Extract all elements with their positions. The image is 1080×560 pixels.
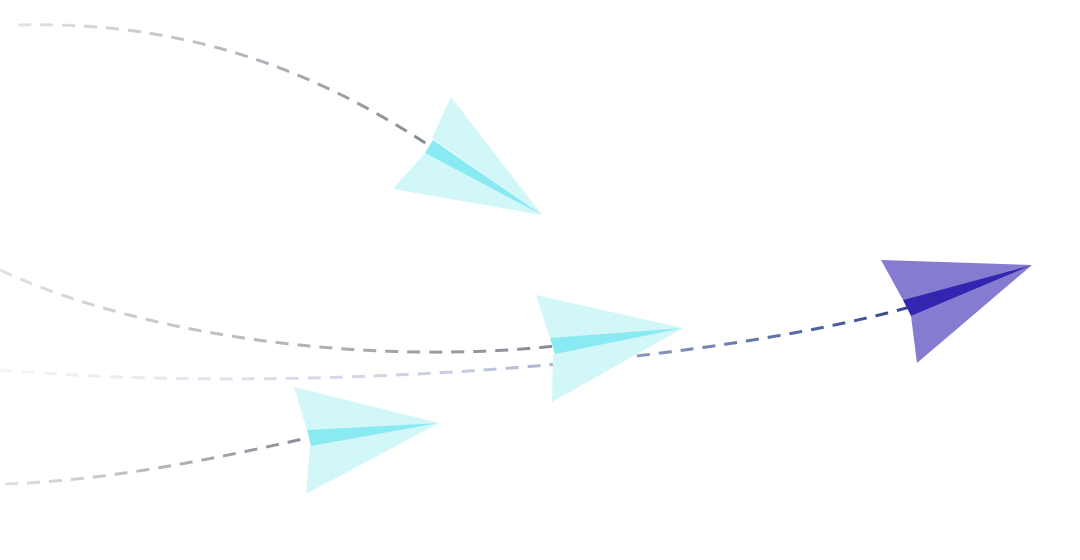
paper-plane-icon-bottom	[294, 387, 439, 494]
dashed-trail-middle	[0, 268, 556, 354]
dashed-trail-long	[0, 305, 911, 381]
dashed-trail-top	[17, 23, 434, 150]
paper-plane-icon-accent	[881, 260, 1032, 363]
dashed-trail-bottom	[4, 435, 313, 486]
paper-plane-icon-top	[393, 97, 542, 215]
paper-plane-icon-middle	[536, 295, 683, 402]
